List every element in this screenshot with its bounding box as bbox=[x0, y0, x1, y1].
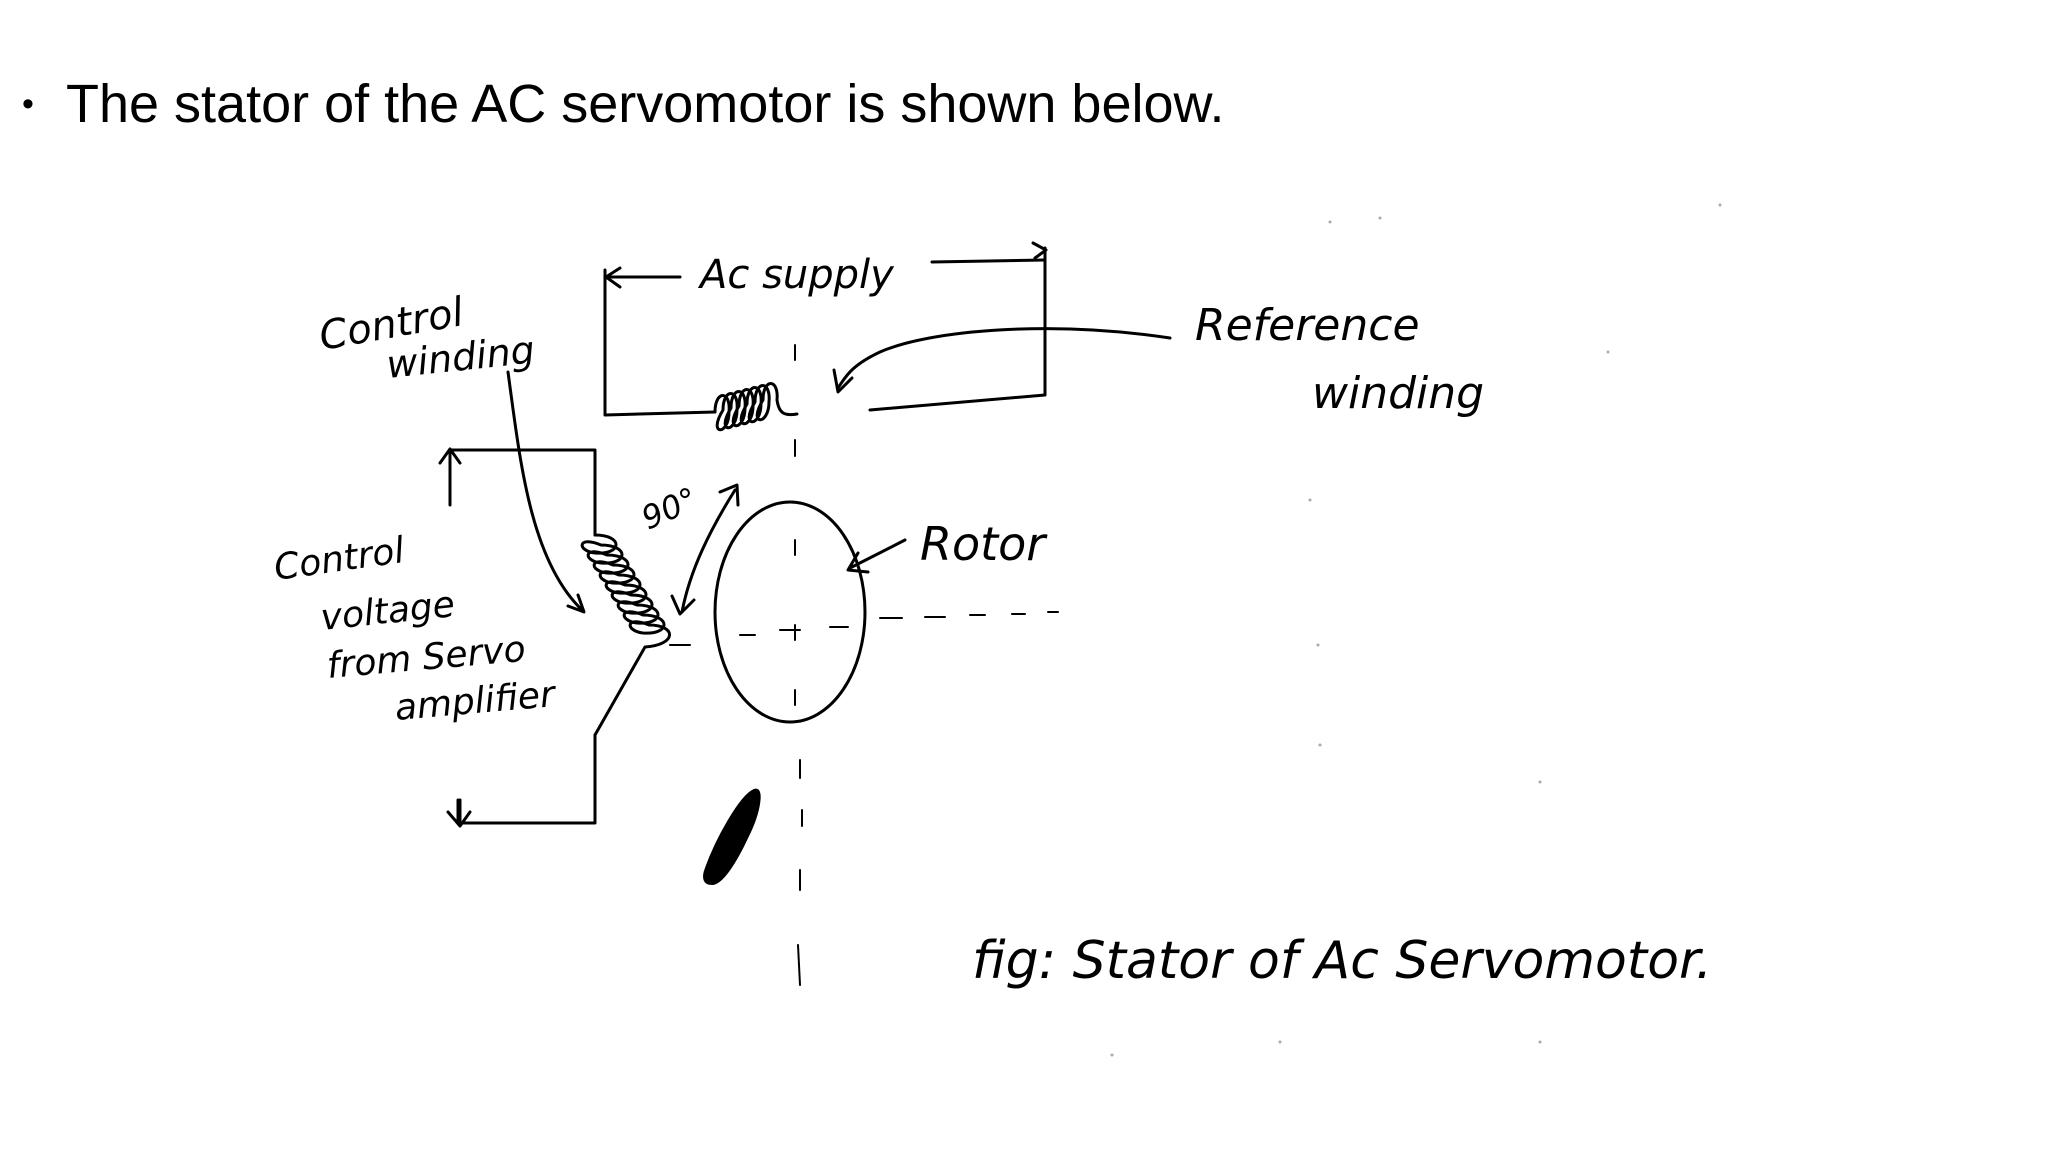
rotor bbox=[713, 500, 867, 724]
reference-winding-coil bbox=[713, 382, 799, 432]
figure-caption: fig: Stator of Ac Servomotor. bbox=[972, 931, 1712, 991]
angle-arc-top-arrow-icon bbox=[718, 483, 740, 507]
control-voltage-label-line1: Control bbox=[272, 530, 407, 589]
reference-winding-label-line2: winding bbox=[1312, 368, 1484, 419]
bullet-text: The stator of the AC servomotor is shown… bbox=[66, 74, 1225, 134]
angle-label: 90° bbox=[636, 480, 703, 538]
bullet-icon: • bbox=[22, 85, 34, 124]
axes-dashes bbox=[669, 344, 1059, 986]
angle-arc-bottom-arrow-icon bbox=[670, 594, 696, 616]
bullet-item: • The stator of the AC servomotor is sho… bbox=[22, 72, 1225, 137]
reference-winding-pointer bbox=[836, 327, 1172, 390]
control-winding-pointer bbox=[506, 370, 584, 612]
ac-supply-left-arrow-icon bbox=[604, 266, 622, 289]
reference-pointer-arrow-icon bbox=[832, 368, 854, 394]
rotor-pointer-arrow-icon bbox=[846, 551, 870, 574]
control-bottom-arrow-icon bbox=[446, 810, 472, 828]
control-top-arrow-icon bbox=[438, 447, 462, 465]
control-winding-coil bbox=[580, 533, 671, 737]
ac-supply-label: Ac supply bbox=[697, 252, 895, 298]
rotor-pointer bbox=[848, 538, 907, 570]
ac-supply-right-arrow-icon bbox=[1031, 241, 1048, 260]
scan-specks bbox=[1110, 203, 1722, 1057]
control-pointer-arrow-icon bbox=[566, 593, 586, 614]
ac-supply-circuit bbox=[603, 246, 1047, 417]
reference-winding-label-line1: Reference bbox=[1195, 300, 1420, 351]
control-voltage-label-line4: amplifier bbox=[393, 674, 558, 729]
ink-blot bbox=[703, 788, 761, 885]
rotor-label: Rotor bbox=[920, 517, 1048, 571]
control-voltage-label-line2: voltage bbox=[319, 584, 457, 639]
angle-arc bbox=[680, 488, 737, 614]
control-circuit bbox=[448, 448, 597, 827]
